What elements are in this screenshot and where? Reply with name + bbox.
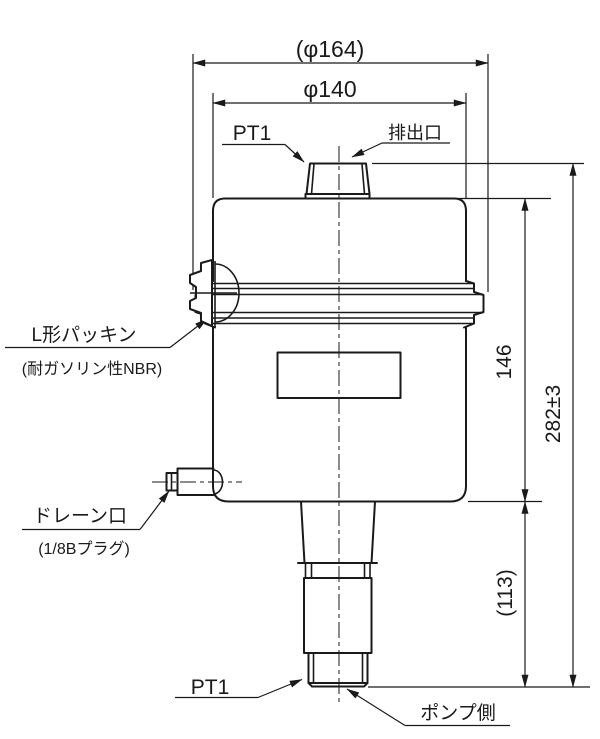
dim-upper-height-label: 146 [493,344,516,379]
vessel-outline [165,162,485,688]
leader-packing [169,318,208,348]
pump-side-label: ポンプ側 [420,702,495,724]
leader-pt1-top [284,144,305,163]
port-thread-right [361,163,366,195]
lid [212,197,467,282]
dim-total-height-label: 282±3 [542,385,565,443]
name-plate [276,351,402,399]
body [212,326,467,503]
center-lines [152,146,340,702]
dim-lower-height-label: (113) [494,569,517,616]
dimension-lines [192,54,590,688]
dim-outer-diameter-label: (φ164) [296,36,365,62]
packing-bulge-arc [214,263,240,323]
packing-cross-lines [190,261,237,327]
port-thread-left [310,163,315,195]
flange-ribs [196,282,484,325]
packing-label: L形パッキン [32,324,137,346]
port-profile [305,162,371,195]
bottom-thread-chamfer [307,682,369,688]
top-thread-label: PT1 [233,122,272,145]
top-port [304,162,371,200]
leader-drain [139,490,170,530]
drain-body [176,467,215,496]
stem-upper [297,500,378,564]
leader-lines [5,142,510,727]
flange-right-profile [463,280,485,329]
bottom-thread-inner [312,653,364,683]
bottom-stem [297,500,378,688]
l-packing [189,259,240,327]
leader-pump-side [346,688,406,727]
packing-material-label: (耐ガソリン性NBR) [22,360,162,378]
text-labels: (φ164) φ140 PT1 排出口 L形パッキン (耐ガソリン性NBR) 1… [22,36,565,724]
bottom-thread-label: PT1 [191,676,230,699]
bottom-thread-outer [307,652,369,684]
leader-pt1-bottom [257,678,303,699]
stem-hex [303,577,373,654]
stem-thread-relief [304,563,371,578]
drain-label: ドレーン口 [33,506,127,527]
dim-lid-diameter-label: φ140 [303,76,356,102]
drain-port [165,467,224,496]
drain-plug-label: (1/8Bプラグ) [38,540,130,558]
drain-boss-arc [213,469,224,495]
outlet-label: 排出口 [388,123,442,143]
leader-outlet [351,142,383,158]
